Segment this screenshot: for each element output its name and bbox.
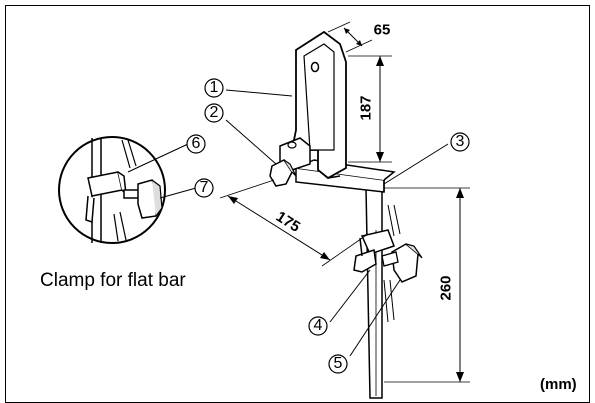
leader-1 xyxy=(225,89,293,97)
callout-7: 7 xyxy=(199,179,209,196)
callout-circles xyxy=(186,78,470,374)
inset-caption: Clamp for flat bar xyxy=(40,270,186,291)
clamp-detail-inset xyxy=(58,136,166,244)
callout-5: 5 xyxy=(333,355,343,372)
leader-4 xyxy=(329,269,371,323)
leader-3 xyxy=(383,143,449,185)
leader-2 xyxy=(225,119,277,165)
callout-2: 2 xyxy=(209,104,219,121)
callout-3: 3 xyxy=(455,133,465,150)
dimension-height: 187 xyxy=(357,95,375,121)
dimension-rod-length: 260 xyxy=(437,275,455,301)
leader-5 xyxy=(349,279,401,357)
callout-4: 4 xyxy=(313,317,323,334)
vertical-rod xyxy=(365,187,383,399)
dimension-rod-lines xyxy=(384,187,470,383)
dimension-width: 65 xyxy=(373,21,391,39)
dimension-width-lines xyxy=(327,21,373,53)
leader-6 xyxy=(127,143,189,173)
callout-6: 6 xyxy=(191,135,201,152)
lower-clamp xyxy=(353,229,423,283)
dimension-arm-lines xyxy=(219,179,369,267)
leader-7 xyxy=(159,187,197,199)
callout-1: 1 xyxy=(209,79,219,96)
dimension-height-lines xyxy=(348,55,392,163)
units-label: (mm) xyxy=(540,376,577,393)
top-clamp xyxy=(269,137,311,187)
